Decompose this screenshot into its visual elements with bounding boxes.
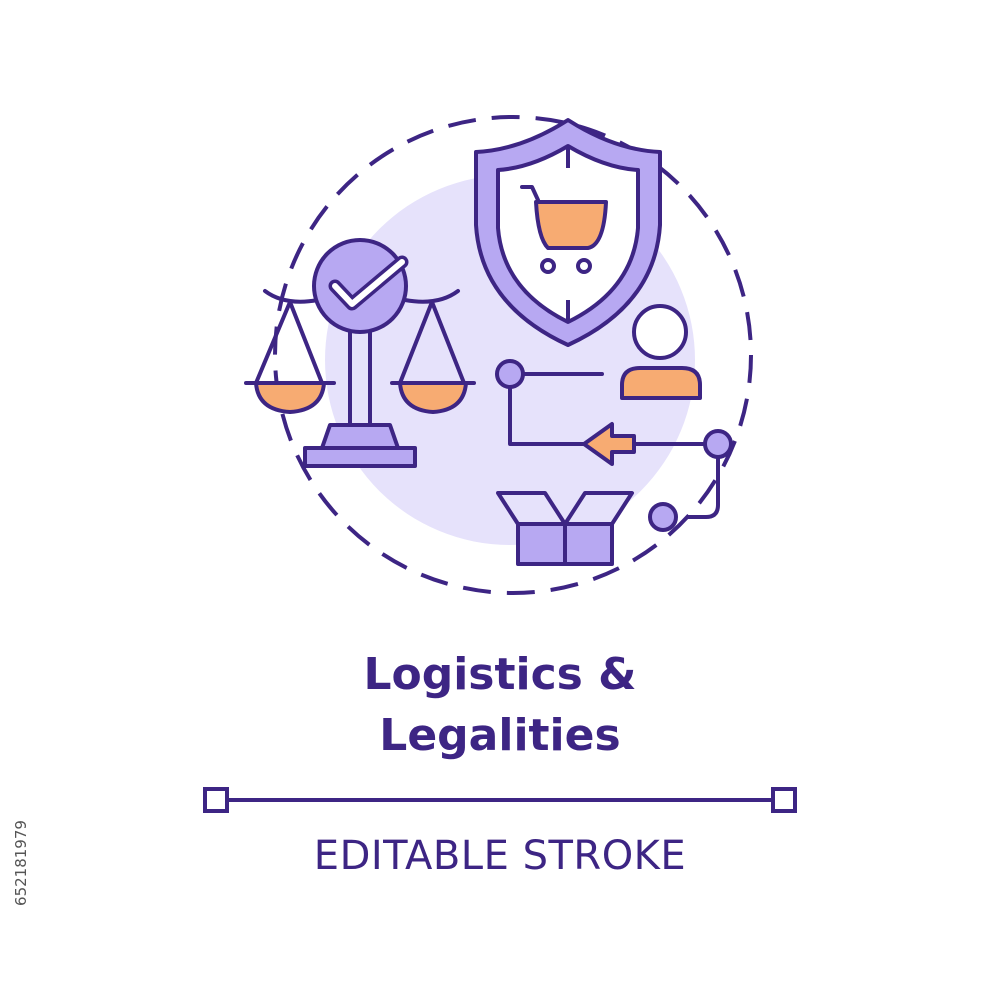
title-line-2: Legalities [379,710,621,761]
logistics-legalities-illustration [244,115,753,595]
caption: EDITABLE STROKE [313,833,687,879]
arrow-left-icon [582,422,636,466]
flow-connector [508,372,720,519]
anchor-point-right [771,787,797,813]
shopping-cart-icon [520,185,608,274]
dashed-ring [273,115,753,595]
user-icon [620,304,702,400]
flow-node-right [703,429,733,459]
scales-icon [244,289,476,468]
anchor-point-left [203,787,229,813]
editable-stroke-divider [203,787,797,813]
title-line-1: Logistics & [363,649,637,700]
stock-id-text: 652181979 [12,820,30,906]
open-box-icon [496,491,634,566]
checkmark-badge-icon [312,238,409,334]
flow-node-top [495,359,525,389]
stock-id-label: 652181979 [12,768,30,958]
flow-node-bottom [648,502,678,532]
